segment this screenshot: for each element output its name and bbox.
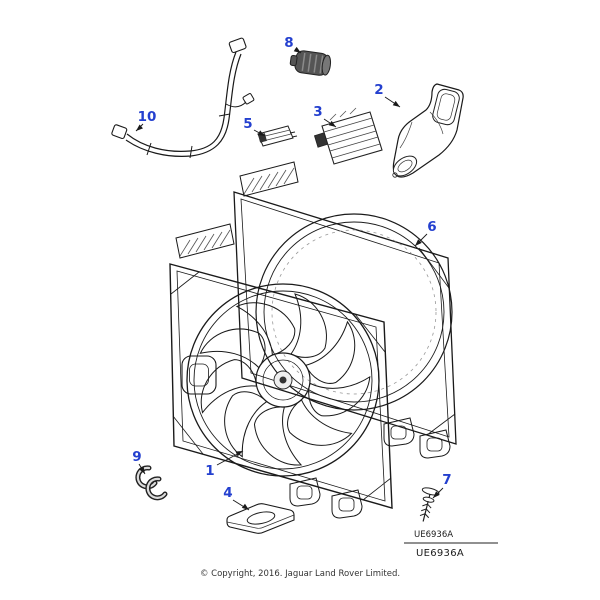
fan-shroud-assembly xyxy=(169,223,393,519)
callout-arrowheads xyxy=(136,46,440,510)
callout-4: 4 xyxy=(223,485,232,501)
rear-shroud xyxy=(233,161,457,459)
copyright-text: © Copyright, 2016. Jaguar Land Rover Lim… xyxy=(200,569,400,579)
resistor-module xyxy=(313,107,383,165)
callout-3: 3 xyxy=(313,104,322,120)
grommet xyxy=(289,50,332,76)
wiring-harness xyxy=(111,37,255,159)
callout-numbers: 1 2 3 4 5 6 7 8 9 10 xyxy=(132,35,451,501)
front-shroud-bracket xyxy=(175,223,235,259)
callout-10: 10 xyxy=(138,109,157,125)
front-shroud-feet xyxy=(289,477,363,519)
callout-9: 9 xyxy=(132,449,141,465)
rear-shroud-ring xyxy=(255,213,453,411)
callout-8: 8 xyxy=(284,35,293,51)
callout-1: 1 xyxy=(205,463,214,479)
lower-bracket xyxy=(226,503,295,534)
callout-7: 7 xyxy=(442,472,451,488)
part-code-small: UE6936A xyxy=(414,530,453,540)
motor-controller-box xyxy=(181,355,217,395)
part-code-block: UE6936A UE6936A xyxy=(404,530,498,559)
rear-shroud-feet xyxy=(383,417,451,459)
small-module xyxy=(257,125,298,147)
part-code-large: UE6936A xyxy=(416,548,464,559)
callout-2: 2 xyxy=(374,82,383,98)
callout-5: 5 xyxy=(243,116,252,132)
push-pin xyxy=(419,487,440,522)
wire-clip xyxy=(135,465,168,501)
air-duct xyxy=(392,83,464,178)
callout-6: 6 xyxy=(427,219,436,235)
fan xyxy=(186,283,380,477)
callout-leaders xyxy=(135,48,444,511)
fan-blades xyxy=(186,285,376,477)
rear-shroud-bracket xyxy=(239,161,299,197)
